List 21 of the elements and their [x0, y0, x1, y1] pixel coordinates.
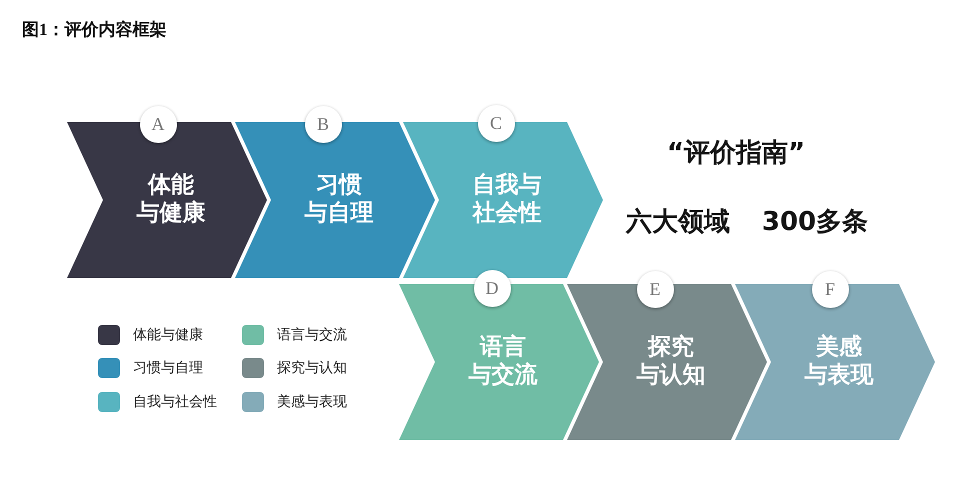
legend-label: 探究与认知: [277, 359, 347, 377]
letter-badge: B: [304, 106, 342, 142]
summary-text: 300多条: [762, 207, 868, 237]
legend-label: 体能与健康: [133, 326, 203, 344]
step-label: 美感与表现: [804, 333, 874, 389]
figure-title: 图1：评价内容框架: [22, 19, 166, 41]
step-label: 探究与认知: [636, 333, 706, 389]
step-label: 习惯与自理: [304, 171, 374, 227]
letter-badge: E: [636, 270, 674, 308]
legend-label: 美感与表现: [277, 393, 347, 411]
step-label: 体能与健康: [136, 171, 206, 227]
letter-badge: F: [812, 270, 848, 308]
quoted-heading: “评价指南”: [666, 138, 806, 168]
step-label: 语言与交流: [468, 333, 538, 389]
legend-label: 语言与交流: [277, 326, 347, 344]
legend-label: 习惯与自理: [133, 359, 203, 377]
summary-text: 六大领域: [626, 207, 730, 237]
letter-badge: C: [478, 104, 514, 142]
letter-badge: A: [140, 106, 176, 142]
legend-label: 自我与社会性: [133, 393, 217, 411]
step-label: 自我与社会性: [472, 171, 542, 227]
